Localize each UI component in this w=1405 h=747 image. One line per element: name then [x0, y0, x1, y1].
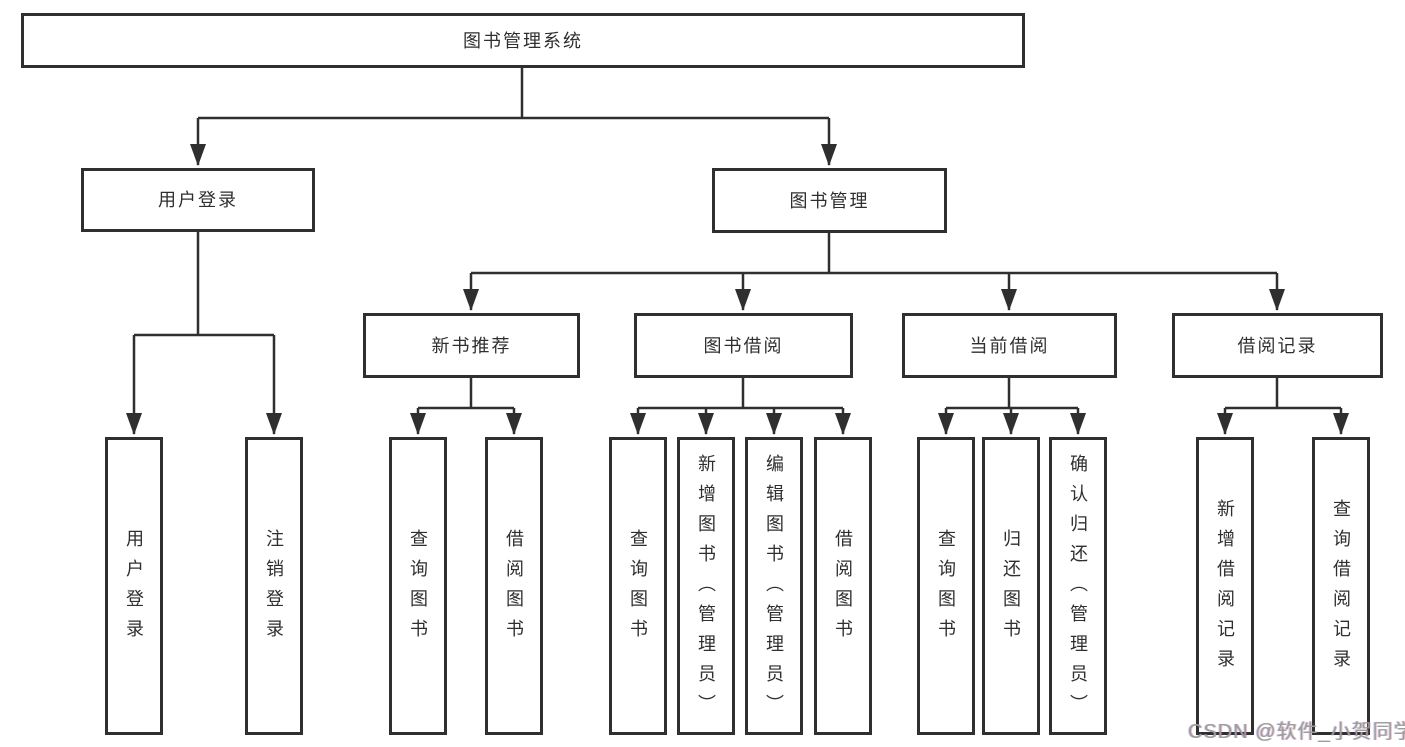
node-library-management-system: 图书管理系统: [21, 13, 1025, 68]
leaf-user-login: 用户登录: [105, 437, 163, 735]
leaf-logout: 注销登录: [245, 437, 303, 735]
leaf-confirm-return-admin: 确认归还（管理员）: [1049, 437, 1107, 735]
leaf-add-borrow-record: 新增借阅记录: [1196, 437, 1254, 735]
node-book-borrowing: 图书借阅: [634, 313, 853, 378]
leaf-rec-borrow-books: 借阅图书: [485, 437, 543, 735]
node-user-login: 用户登录: [81, 168, 315, 232]
leaf-borrow-books: 借阅图书: [814, 437, 872, 735]
leaf-edit-books-admin: 编辑图书（管理员）: [745, 437, 803, 735]
node-borrowing-records: 借阅记录: [1172, 313, 1383, 378]
csdn-watermark: CSDN @软件_小贺同学: [1188, 721, 1405, 743]
leaf-add-books-admin: 新增图书（管理员）: [677, 437, 735, 735]
leaf-borrow-query-books: 查询图书: [609, 437, 667, 735]
leaf-current-query-books: 查询图书: [917, 437, 975, 735]
node-book-management: 图书管理: [712, 168, 947, 233]
leaf-query-borrow-record: 查询借阅记录: [1312, 437, 1370, 735]
leaf-rec-query-books: 查询图书: [389, 437, 447, 735]
node-new-book-recommendation: 新书推荐: [363, 313, 580, 378]
leaf-return-books: 归还图书: [982, 437, 1040, 735]
node-current-borrowing: 当前借阅: [902, 313, 1117, 378]
